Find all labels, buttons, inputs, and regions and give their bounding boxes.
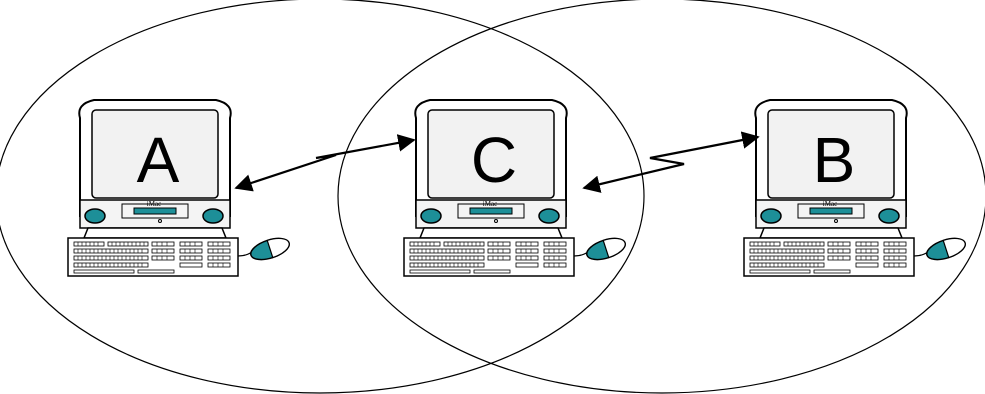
screen-label-b: B (813, 124, 856, 196)
computer-b: B iMac (744, 100, 968, 276)
brand-label-b: iMac (823, 200, 837, 208)
brand-label-c: iMac (483, 200, 497, 208)
computer-a: A iMac (68, 100, 292, 276)
computer-c: C iMac (404, 100, 628, 276)
screen-label-c: C (471, 124, 517, 196)
wireless-link-c-b (584, 137, 758, 188)
wireless-link-a-c (236, 140, 414, 188)
brand-label-a: iMac (147, 200, 161, 208)
screen-label-a: A (137, 124, 180, 196)
